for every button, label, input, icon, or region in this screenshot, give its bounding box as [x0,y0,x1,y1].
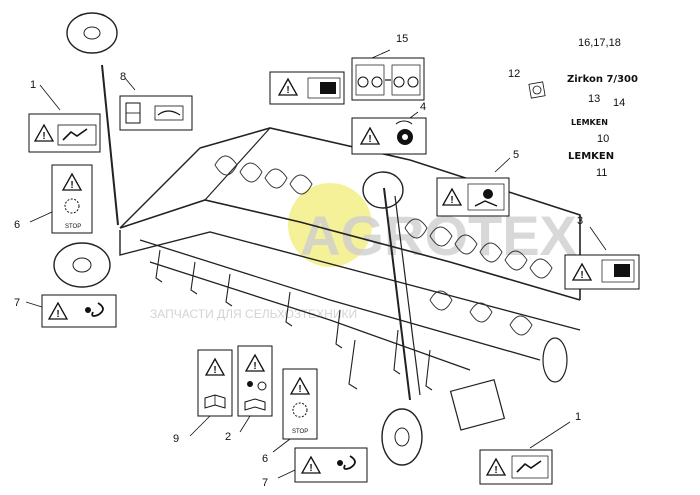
decal-1-top [28,84,101,153]
machine-drawing [53,12,581,466]
decal-9 [189,349,233,437]
decal-4 [269,71,345,105]
zirkon-decal: Zirkon 7/300 [567,74,638,85]
callout-11: 11 [596,167,607,179]
decal-4-gear [351,111,427,155]
watermark-logo [288,183,372,267]
hand-crush-icon [601,259,635,283]
callout-14: 14 [613,97,625,109]
decal-12 [528,81,546,99]
callout-15: 15 [396,33,408,45]
page-reference: 16,17,18 [578,37,621,49]
decal-1-bottom [479,421,571,485]
gear-rotation-icon [395,120,413,145]
callout-7-left: 7 [14,297,20,309]
open-manual-icon [204,394,226,409]
callout-13: 13 [588,93,600,105]
hand-crush-icon [307,77,341,99]
callout-2: 2 [225,431,231,443]
callout-5: 5 [513,149,519,161]
callout-4: 4 [420,101,426,113]
callout-6-left: 6 [14,219,20,231]
gear-rotation-icon [64,198,80,214]
decal-5 [436,157,511,217]
decal-2 [237,345,273,433]
callout-1-top: 1 [30,79,36,91]
open-manual-icon [244,381,267,411]
callout-1-bottom: 1 [575,411,581,423]
lemken-decal-10: LEMKEN [571,118,608,127]
callout-8: 8 [120,71,126,83]
decal-3 [564,226,640,290]
stop-label-bottom: STOP [292,429,308,435]
hand-crush-icon [511,455,549,479]
callout-12: 12 [508,68,520,80]
callout-3: 3 [577,215,583,227]
watermark: AGROTEX ЗАПЧАСТИ ДЛЯ СЕЛЬХОЗТЕХНИКИ [150,183,577,321]
decal-6-left: STOP [29,164,93,234]
callout-10: 10 [597,133,609,145]
callout-6-bottom: 6 [262,453,268,465]
decal-6-bottom: STOP [272,368,318,453]
callout-7-bottom: 7 [262,477,268,489]
hand-crush-icon [57,124,97,146]
watermark-tagline: ЗАПЧАСТИ ДЛЯ СЕЛЬХОЗТЕХНИКИ [150,307,357,321]
stop-label-left: STOP [65,224,81,230]
hand-crush-icon [467,183,505,211]
callout-9: 9 [173,433,179,445]
decal-8 [119,77,193,131]
gear-rotation-icon [292,402,308,418]
lemken-decal-11: LEMKEN [568,151,614,162]
decal-7-left [25,294,117,328]
lifting-hook-icon [85,302,104,317]
lifting-hook-icon [337,455,356,470]
decal-15 [351,49,425,101]
decal-7-bottom [277,447,368,483]
